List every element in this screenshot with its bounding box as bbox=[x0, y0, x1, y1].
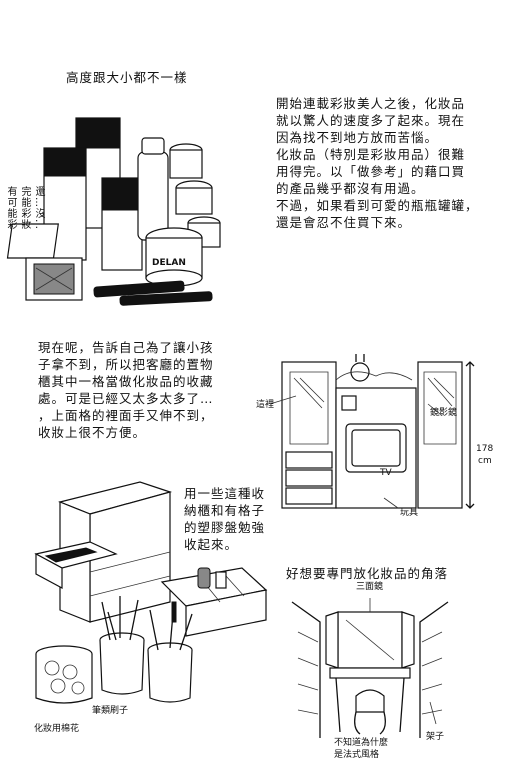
cosmetics-illustration bbox=[6, 117, 221, 306]
wish-title: 好想要專門放化妝品的角落 bbox=[286, 566, 449, 581]
label-cotton: 化妝用棉花 bbox=[34, 724, 80, 734]
side-note-3: 還…沒… bbox=[33, 186, 44, 230]
label-toy: 玩具 bbox=[400, 508, 419, 518]
current-line-1: 現在呢，告訴自己為了讓小孩 bbox=[38, 340, 214, 355]
current-line-3: 櫃其中一格當做化妝品的收藏 bbox=[38, 374, 214, 389]
current-line-2: 子拿不到，所以把客廳的置物 bbox=[38, 357, 214, 372]
label-shelf: 架子 bbox=[426, 732, 445, 742]
storage-illustration bbox=[34, 481, 268, 704]
side-note-1: 有可能彩 bbox=[5, 186, 16, 230]
current-line-5: ，上面格的裡面手又伸不到， bbox=[38, 408, 214, 423]
caption-title-height: 高度跟大小都不一樣 bbox=[66, 70, 188, 85]
intro-line-1: 開始連載彩妝美人之後，化妝品 bbox=[276, 96, 466, 111]
intro-line-2: 就以驚人的速度多了起來。現在 bbox=[276, 113, 466, 128]
current-line-6: 收妝上很不方便。 bbox=[38, 425, 147, 440]
intro-line-4: 化妝品（特別是彩妝用品）很難 bbox=[276, 147, 466, 162]
label-triple-mirror: 三面鏡 bbox=[356, 582, 384, 592]
storage-line-3: 的塑膠盤勉強 bbox=[184, 520, 266, 535]
label-height-value: 178 bbox=[476, 444, 494, 454]
tv-cabinet-illustration bbox=[269, 354, 475, 509]
label-chair-note-2: 是法式風格 bbox=[334, 750, 380, 760]
label-brush: 筆類刷子 bbox=[92, 706, 129, 716]
storage-line-4: 收起來。 bbox=[184, 537, 239, 552]
label-tv: TV bbox=[380, 468, 392, 478]
intro-line-8: 還是會忍不住買下來。 bbox=[276, 215, 412, 230]
label-mirror-left: 這裡 bbox=[256, 400, 275, 410]
label-chair-note-1: 不知道為什麼 bbox=[334, 738, 389, 748]
storage-line-1: 用一些這種收 bbox=[184, 486, 266, 501]
intro-line-5: 用得完。以「做參考」的藉口買 bbox=[276, 164, 466, 179]
intro-line-7: 不過，如果看到可愛的瓶瓶罐罐， bbox=[276, 198, 479, 213]
label-mirror-right: 鏡影鏡 bbox=[430, 408, 458, 418]
jar-brand-label: DELAN bbox=[152, 258, 186, 268]
vanity-corner-illustration bbox=[291, 598, 449, 738]
intro-line-3: 因為找不到地方放而苦惱。 bbox=[276, 130, 439, 145]
label-height-unit: cm bbox=[478, 456, 492, 466]
storage-line-2: 納櫃和有格子 bbox=[184, 503, 266, 518]
intro-line-6: 的產品幾乎都沒有用過。 bbox=[276, 181, 425, 196]
side-note-2: 完能彩妝 bbox=[19, 186, 30, 230]
current-line-4: 處。可是已經又太多太多了… bbox=[38, 391, 214, 406]
